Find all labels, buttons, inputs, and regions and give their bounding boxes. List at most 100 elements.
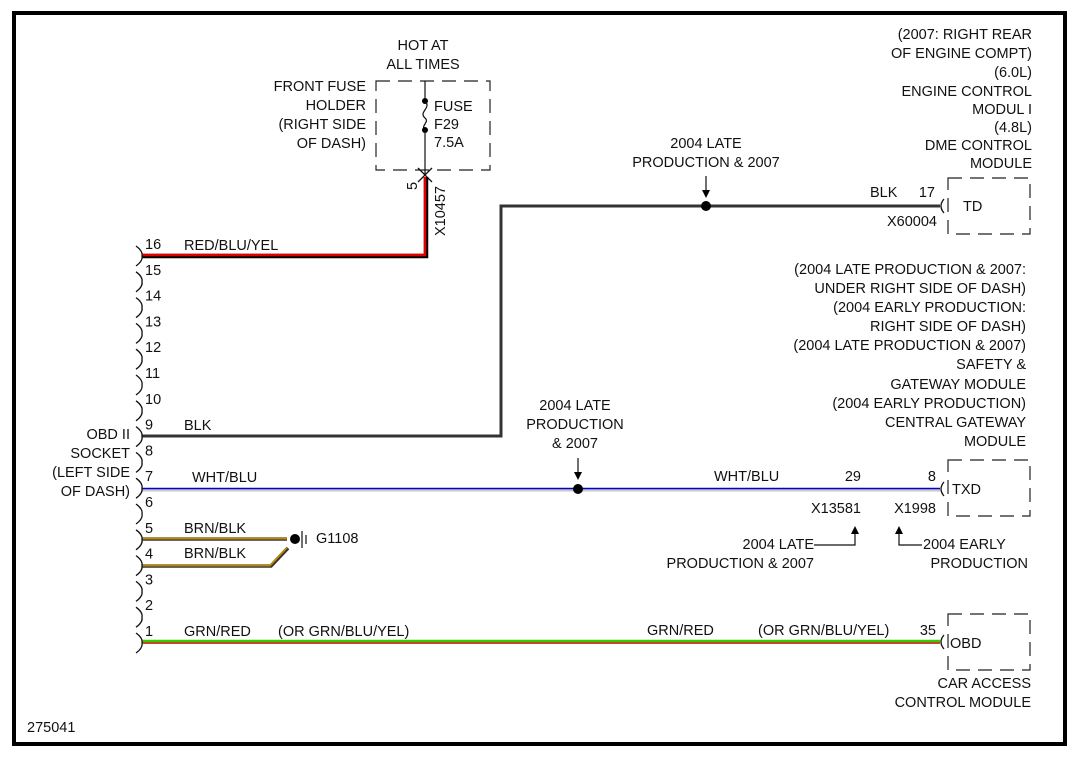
early-note-line-1: 2004 EARLY <box>923 537 1006 553</box>
cas-module: OBD GRN/RED (OR GRN/BLU/YEL) 35 CAR ACCE… <box>647 613 1032 711</box>
ecm-label-line-2: OF ENGINE COMPT) <box>891 46 1032 62</box>
splice-blk-note-line-2: PRODUCTION & 2007 <box>632 155 779 171</box>
early-note-line-2: PRODUCTION <box>931 556 1028 572</box>
ecm-label-line-3: (6.0L) <box>994 65 1032 81</box>
gateway-terminal: TXD <box>952 482 981 498</box>
obd-pin-number: 3 <box>145 572 153 588</box>
cas-connector-icon <box>940 634 945 650</box>
ecm-label-line-4: ENGINE CONTROL <box>901 84 1032 100</box>
gateway-label-line-2: UNDER RIGHT SIDE OF DASH) <box>814 281 1026 297</box>
obd-pin-number: 8 <box>145 443 153 459</box>
wire-label-pin1: GRN/RED <box>184 624 251 640</box>
ground-label: G1108 <box>316 531 358 547</box>
splice-wht <box>573 484 583 494</box>
cas-wire-label: GRN/RED <box>647 623 714 639</box>
connector-female-icon <box>417 174 433 183</box>
fuse-label-line-3: 7.5A <box>434 135 464 151</box>
ecm-pin: 17 <box>919 185 935 201</box>
obd-pin-connector-icon <box>135 348 143 370</box>
cas-label-line-2: CONTROL MODULE <box>895 695 1032 711</box>
gateway-pin-late: 29 <box>845 469 861 485</box>
ground-splice <box>290 534 300 544</box>
gateway-box <box>947 459 1031 517</box>
obd-pin-number: 1 <box>145 624 153 640</box>
splice-blk <box>701 201 711 211</box>
cas-label-line-1: CAR ACCESS <box>938 676 1031 692</box>
obd-pin-number: 12 <box>145 340 161 356</box>
gateway-label-line-3: (2004 EARLY PRODUCTION: <box>833 300 1026 316</box>
wire-alt-label-pin1: (OR GRN/BLU/YEL) <box>278 624 409 640</box>
obd-pin-number: 6 <box>145 495 153 511</box>
gateway-label-line-5: (2004 LATE PRODUCTION & 2007) <box>793 338 1026 354</box>
obd-pin-number: 16 <box>145 237 161 253</box>
obd-pin-connector-icon <box>135 477 143 499</box>
obd-pin-number: 9 <box>145 418 153 434</box>
obd-pin-number: 11 <box>145 366 160 382</box>
wire-pin16-core <box>142 177 427 257</box>
fuse-connector-id: X10457 <box>433 186 449 236</box>
gateway-label-line-1: (2004 LATE PRODUCTION & 2007: <box>794 262 1026 278</box>
figure-id: 275041 <box>27 720 75 736</box>
splice-blk-note-line-1: 2004 LATE <box>670 136 742 152</box>
cas-pin: 35 <box>920 623 936 639</box>
obd-pin-number: 4 <box>145 547 153 563</box>
obd-pin-connector-icon <box>135 555 143 577</box>
obd-pin-connector-icon <box>135 426 143 448</box>
wire-pin9-line <box>142 204 940 438</box>
wire-pin5 <box>142 537 287 541</box>
ecm-box <box>947 177 1031 235</box>
obd-pin-connector-icon <box>135 297 143 319</box>
fuse-holder: HOT AT ALL TIMES FRONT FUSE HOLDER (RIGH… <box>274 38 491 236</box>
ecm-connector-id: X60004 <box>887 214 937 230</box>
wire-label-pin5: BRN/BLK <box>184 521 246 537</box>
cas-terminal: OBD <box>950 636 981 652</box>
fuse-icon <box>422 100 428 131</box>
splice-wht-note-line-1: 2004 LATE <box>539 398 611 414</box>
obd-label-line-4: OF DASH) <box>61 484 130 500</box>
ecm-label-line-6: (4.8L) <box>994 120 1032 136</box>
obd-pin-connector-icon <box>135 322 143 344</box>
obd-pin-connector-icon <box>135 400 143 422</box>
ecm-terminal: TD <box>963 199 982 215</box>
obd-pin-number: 15 <box>145 263 161 279</box>
wire-pin1 <box>142 639 940 644</box>
early-note-arrow-icon <box>895 526 903 534</box>
obd-label-line-2: SOCKET <box>70 446 130 462</box>
obd-pin-connector-icon <box>135 451 143 473</box>
fuse-location-line-3: (RIGHT SIDE <box>278 117 366 133</box>
obd-pin-connector-icon <box>135 606 143 628</box>
wire-pin4 <box>142 546 290 568</box>
obd-pin-number: 5 <box>145 521 153 537</box>
late-note-line-2: PRODUCTION & 2007 <box>667 556 814 572</box>
wire-pin16 <box>142 177 429 259</box>
ecm-module: (2007: RIGHT REAR OF ENGINE COMPT) (6.0L… <box>870 27 1032 235</box>
obd-pin-number: 14 <box>145 289 161 305</box>
cas-box <box>947 613 1031 671</box>
diagram-frame <box>12 11 1067 746</box>
wire-label-pin4: BRN/BLK <box>184 546 246 562</box>
fuse-label-line-2: F29 <box>434 117 459 133</box>
ecm-label-line-7: DME CONTROL <box>925 138 1032 154</box>
gateway-label-line-7: GATEWAY MODULE <box>890 377 1026 393</box>
ecm-label-line-8: MODULE <box>970 156 1032 172</box>
ecm-connector-icon <box>940 198 945 214</box>
hot-label-line-2: ALL TIMES <box>386 57 459 73</box>
gateway-connector-icon <box>940 481 945 497</box>
ecm-label-line-1: (2007: RIGHT REAR <box>898 27 1032 43</box>
obd-pin-connector-icon <box>135 374 143 396</box>
late-note-arrow-icon <box>851 526 859 534</box>
wire-pin9 <box>142 176 940 438</box>
gateway-connector-early: X1998 <box>894 501 936 517</box>
gateway-module: (2004 LATE PRODUCTION & 2007: UNDER RIGH… <box>667 262 1031 572</box>
ecm-wire-label: BLK <box>870 185 898 201</box>
obd-pin-number: 2 <box>145 598 153 614</box>
wire-label-pin9: BLK <box>184 418 212 434</box>
splice-wht-arrow-icon <box>574 472 582 480</box>
obd-pin-number: 7 <box>145 469 153 485</box>
gateway-label-line-8: (2004 EARLY PRODUCTION) <box>832 396 1026 412</box>
ground-g1108: G1108 <box>290 531 358 548</box>
gateway-label-line-6: SAFETY & <box>956 357 1026 373</box>
cas-wire-alt-label: (OR GRN/BLU/YEL) <box>758 623 889 639</box>
